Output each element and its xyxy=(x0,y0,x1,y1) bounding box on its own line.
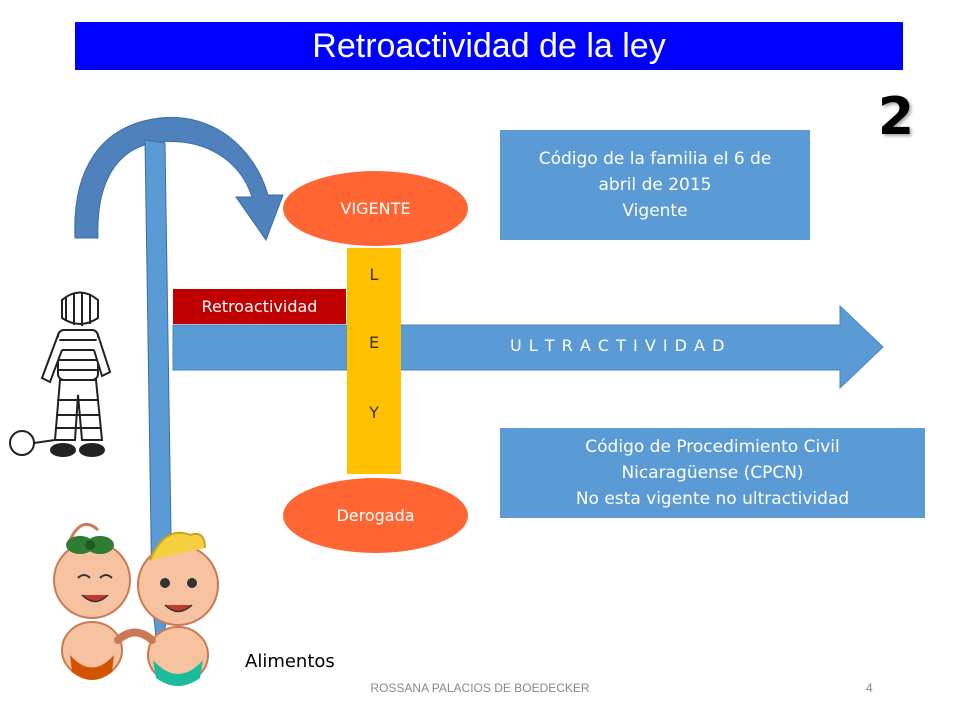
slide-title: Retroactividad de la ley xyxy=(75,22,903,70)
info-box-vigente-line1: Código de la familia el 6 de xyxy=(538,149,772,169)
slide-marker-number: 2 xyxy=(877,87,915,147)
curved-arrow-icon xyxy=(74,116,284,242)
info-box-vigente-line3: Vigente xyxy=(622,201,688,221)
babies-illustration-icon xyxy=(53,522,219,686)
ley-letter-y: Y xyxy=(369,403,379,422)
oval-derogada: Derogada xyxy=(283,478,468,553)
info-box-vigente-line2: abril de 2015 xyxy=(598,175,712,195)
info-box-derogada-line1: Código de Procedimiento Civil xyxy=(585,437,840,457)
alimentos-caption: Alimentos xyxy=(245,651,335,672)
footer-page-number: 4 xyxy=(866,681,873,695)
vertical-pole xyxy=(144,139,173,656)
retroactividad-label: Retroactividad xyxy=(173,289,346,324)
info-box-vigente: Código de la familia el 6 de abril de 20… xyxy=(500,130,810,240)
ley-letter-e: E xyxy=(368,333,380,352)
info-box-derogada-line2: Nicaragüense (CPCN) xyxy=(621,463,804,483)
ultractividad-arrow-label: U L T R A C T I V I D A D xyxy=(510,336,726,355)
info-box-derogada-line3: No esta vigente no ultractividad xyxy=(575,489,850,509)
prisoner-illustration-icon xyxy=(9,291,112,457)
footer-author: ROSSANA PALACIOS DE BOEDECKER xyxy=(370,681,590,695)
oval-vigente: VIGENTE xyxy=(283,171,468,246)
ley-letter-l: L xyxy=(369,265,379,284)
ley-bar: L E Y xyxy=(347,248,401,474)
info-box-derogada: Código de Procedimiento Civil Nicaragüen… xyxy=(500,428,925,518)
